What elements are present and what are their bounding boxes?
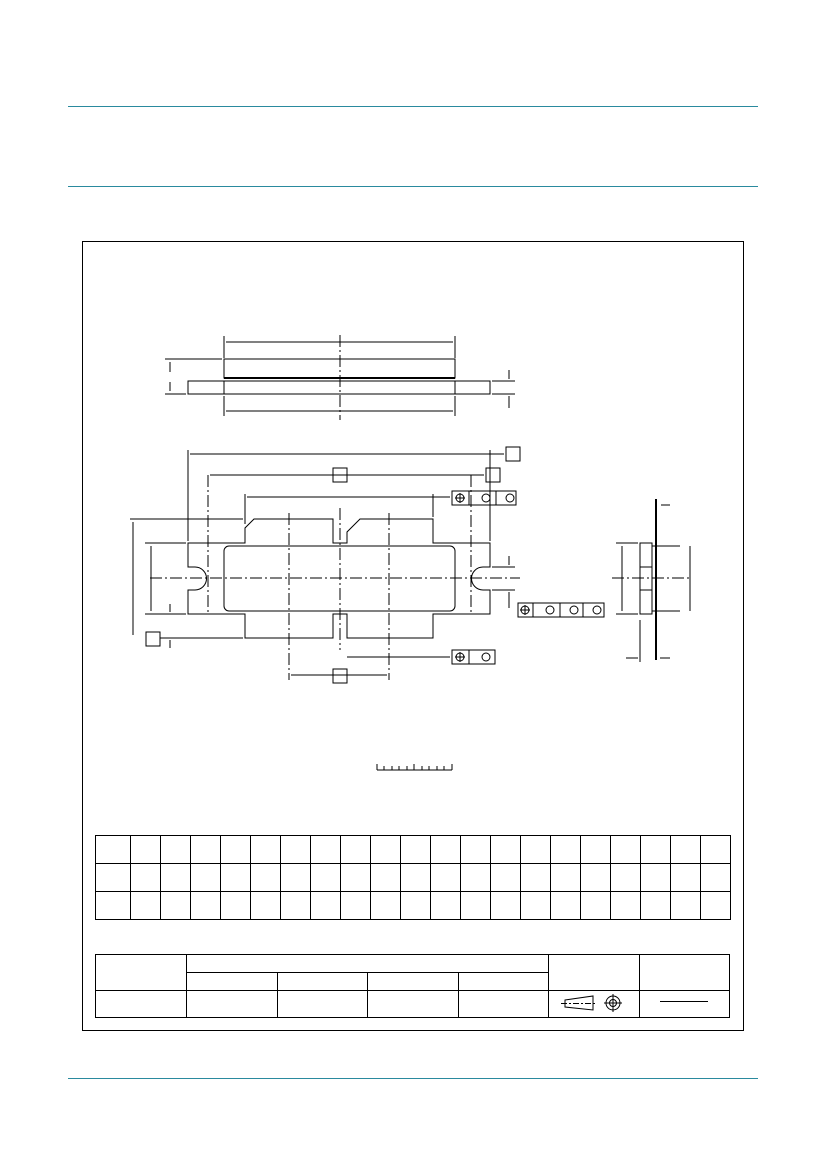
- third-angle-projection-icon: [561, 994, 622, 1012]
- table-row: [95, 835, 731, 864]
- table-cell: [310, 863, 341, 892]
- table-cell: [220, 835, 251, 864]
- table-cell: [310, 891, 341, 920]
- table-cell: [520, 863, 551, 892]
- header-rule-top: [68, 106, 758, 107]
- outline-version-table: [95, 954, 730, 1018]
- feature-control-frames: [451, 490, 605, 665]
- table-cell: [550, 835, 581, 864]
- dimension-table: [95, 835, 731, 920]
- table-cell: [670, 891, 701, 920]
- table-cell: [340, 891, 371, 920]
- table-cell: [700, 891, 731, 920]
- table-cell: [640, 835, 671, 864]
- reference-col-4-header: [458, 972, 549, 991]
- references-header: [186, 954, 549, 973]
- table-cell: [220, 891, 251, 920]
- reference-col-1-header: [186, 972, 278, 991]
- table-cell: [400, 835, 431, 864]
- scale-bar: [376, 764, 453, 771]
- table-cell: [640, 891, 671, 920]
- table-cell: [160, 863, 191, 892]
- header-rule-bottom: [68, 186, 758, 187]
- outline-version-value: [95, 990, 187, 1018]
- table-cell: [160, 891, 191, 920]
- table-cell: [370, 863, 401, 892]
- table-cell: [670, 835, 701, 864]
- table-cell: [95, 891, 131, 920]
- table-cell: [700, 835, 731, 864]
- issue-date-separator: [660, 1001, 708, 1002]
- table-cell: [700, 863, 731, 892]
- table-cell: [130, 863, 161, 892]
- reference-col-2-header: [277, 972, 368, 991]
- end-view: [612, 499, 691, 662]
- table-row: [95, 863, 731, 892]
- table-cell: [340, 835, 371, 864]
- issue-date-cell: [639, 990, 730, 1018]
- table-cell: [490, 891, 521, 920]
- table-cell: [670, 863, 701, 892]
- table-cell: [310, 835, 341, 864]
- table-cell: [460, 863, 491, 892]
- table-cell: [550, 863, 581, 892]
- table-cell: [610, 891, 641, 920]
- table-cell: [370, 891, 401, 920]
- table-cell: [490, 835, 521, 864]
- top-view: [130, 446, 521, 684]
- table-cell: [190, 835, 221, 864]
- table-cell: [95, 863, 131, 892]
- table-cell: [190, 863, 221, 892]
- table-cell: [580, 891, 611, 920]
- projection-header: [548, 954, 640, 991]
- side-view: [165, 335, 515, 420]
- footer-rule: [68, 1078, 758, 1079]
- projection-cell: [548, 990, 640, 1018]
- outline-version-header: [95, 954, 187, 991]
- table-cell: [160, 835, 191, 864]
- table-cell: [130, 891, 161, 920]
- table-cell: [460, 891, 491, 920]
- table-cell: [280, 863, 311, 892]
- table-cell: [520, 891, 551, 920]
- reference-2-value: [277, 990, 368, 1018]
- table-cell: [460, 835, 491, 864]
- table-cell: [610, 835, 641, 864]
- table-cell: [580, 863, 611, 892]
- table-cell: [250, 863, 281, 892]
- reference-col-3-header: [367, 972, 459, 991]
- table-row: [95, 891, 731, 920]
- table-cell: [190, 891, 221, 920]
- table-cell: [520, 835, 551, 864]
- table-cell: [430, 835, 461, 864]
- reference-1-value: [186, 990, 278, 1018]
- table-cell: [640, 863, 671, 892]
- package-outline-frame: [82, 241, 744, 1031]
- table-cell: [430, 891, 461, 920]
- table-cell: [280, 891, 311, 920]
- table-cell: [220, 863, 251, 892]
- table-cell: [370, 835, 401, 864]
- reference-3-value: [367, 990, 459, 1018]
- issue-date-header: [639, 954, 730, 991]
- table-cell: [130, 835, 161, 864]
- table-cell: [400, 863, 431, 892]
- table-cell: [580, 835, 611, 864]
- table-cell: [430, 863, 461, 892]
- table-cell: [250, 891, 281, 920]
- reference-4-value: [458, 990, 549, 1018]
- table-cell: [95, 835, 131, 864]
- table-cell: [610, 863, 641, 892]
- table-cell: [400, 891, 431, 920]
- table-cell: [340, 863, 371, 892]
- table-cell: [250, 835, 281, 864]
- table-cell: [550, 891, 581, 920]
- table-cell: [490, 863, 521, 892]
- table-cell: [280, 835, 311, 864]
